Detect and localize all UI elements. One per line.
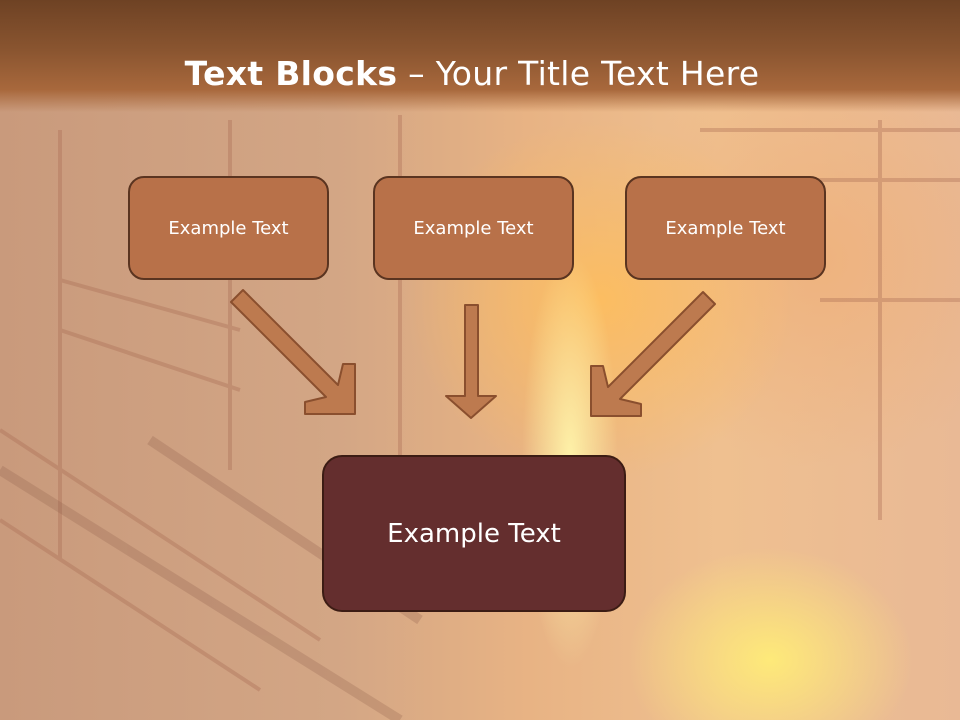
- page-title: Text Blocks – Your Title Text Here: [0, 52, 944, 96]
- text-block-3[interactable]: Example Text: [625, 176, 826, 280]
- main-text-block[interactable]: Example Text: [322, 455, 626, 612]
- title-separator: –: [397, 54, 436, 93]
- main-text-block-label: Example Text: [387, 518, 561, 549]
- arrow-right-diagonal: [590, 291, 716, 417]
- text-block-3-label: Example Text: [665, 217, 786, 239]
- text-block-2[interactable]: Example Text: [373, 176, 574, 280]
- text-block-1-label: Example Text: [168, 217, 289, 239]
- arrow-left-diagonal: [230, 289, 356, 415]
- arrow-center-down: [445, 304, 497, 419]
- title-bar: [0, 0, 960, 112]
- title-bold-part: Text Blocks: [184, 54, 398, 93]
- title-rest: Your Title Text Here: [435, 54, 760, 93]
- text-block-1[interactable]: Example Text: [128, 176, 329, 280]
- text-block-2-label: Example Text: [413, 217, 534, 239]
